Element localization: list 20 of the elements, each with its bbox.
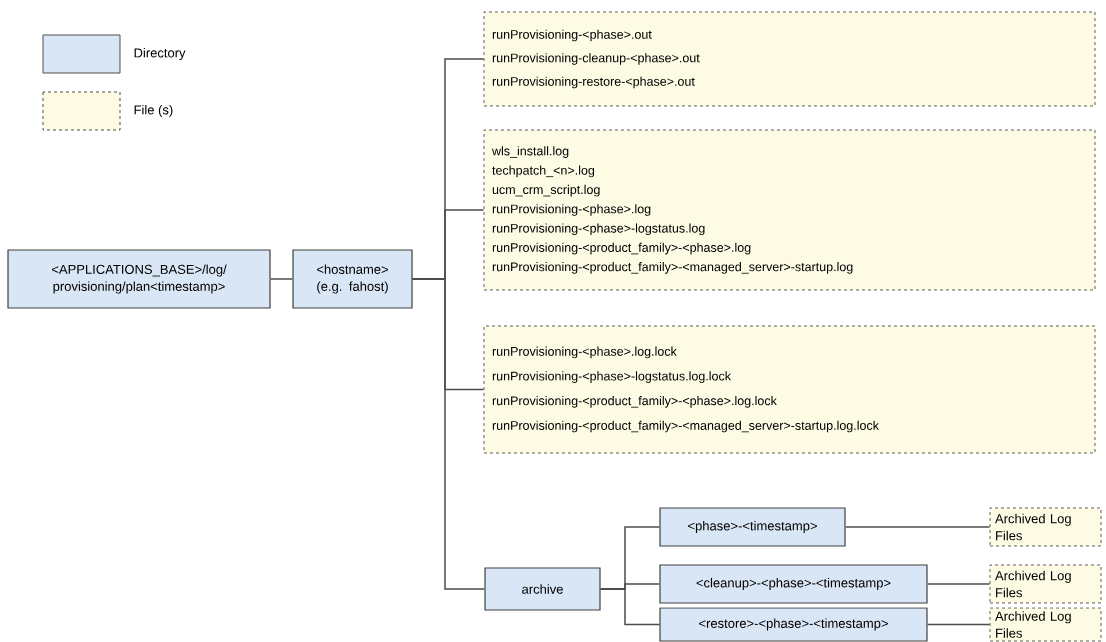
directory-box: <APPLICATIONS_BASE>/log/ provisioning/plan<timestamp> <box>7 249 271 309</box>
directory-box: <hostname> (e.g. fahost) <box>292 249 413 309</box>
legend-label: Directory <box>134 47 186 61</box>
file-box: Archived Log Files <box>989 564 1102 604</box>
connector-line <box>926 623 991 626</box>
legend-label: File (s) <box>134 104 173 118</box>
connector-line <box>599 588 661 626</box>
directory-box: archive <box>484 567 601 611</box>
directory-box: <restore>-<phase>-<timestamp> <box>659 607 928 642</box>
directory-box: <cleanup>-<phase>-<timestamp> <box>659 564 928 604</box>
connector-line <box>269 278 294 280</box>
file-box: wls_install.log techpatch_<n>.log ucm_crm_script.log runProvisioning-<phase>.log runProvisioning-<phase>-logstatus.log runProvisioning-<product_family>-<phase>.log runProvisioning-<product_family>-<managed_server>-startup.log <box>483 129 1096 291</box>
connector-line <box>844 526 991 528</box>
connector-line <box>926 583 991 585</box>
directory-box: <phase>-<timestamp> <box>659 507 846 547</box>
connector-line <box>411 278 486 590</box>
file-box: runProvisioning-<phase>.out runProvisioning-cleanup-<phase>.out runProvisioning-restore-<phase>.out <box>483 11 1096 107</box>
file-box: Archived Log Files <box>989 607 1102 642</box>
file-box: runProvisioning-<phase>.log.lock runProvisioning-<phase>-logstatus.log.lock runProvisioning-<product_family>-<phase>.log.lock runProvisioning-<product_family>-<managed_server>-startup.log.lock <box>483 325 1096 454</box>
file-box: Archived Log Files <box>989 507 1102 547</box>
